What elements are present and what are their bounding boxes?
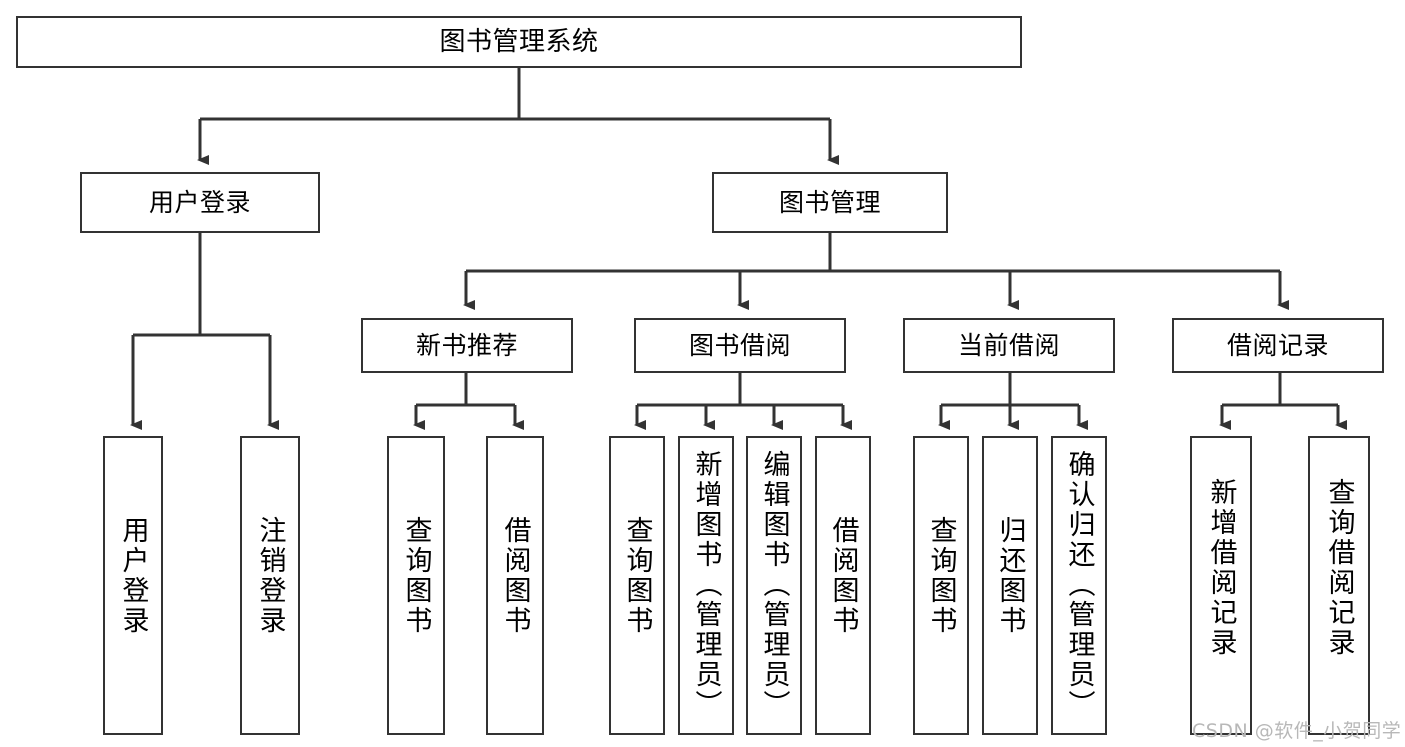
leaf-add-book-admin[interactable]: 新增图书（管理员） (678, 436, 734, 735)
node-root-system[interactable]: 图书管理系统 (16, 16, 1022, 68)
leaf-user-login[interactable]: 用户登录 (103, 436, 163, 735)
node-label: 图书管理系统 (439, 26, 599, 57)
node-label: 查询借阅记录 (1323, 478, 1355, 658)
leaf-borrow-book[interactable]: 借阅图书 (815, 436, 871, 735)
csdn-watermark: CSDN @软件_小贺同学 (1192, 720, 1402, 742)
node-label: 图书借阅 (688, 330, 791, 360)
node-label: 借阅图书 (499, 516, 531, 636)
node-label: 用户登录 (117, 516, 149, 636)
leaf-logout[interactable]: 注销登录 (240, 436, 300, 735)
node-label: 新书推荐 (415, 330, 518, 360)
leaf-query-book-borrow[interactable]: 查询图书 (609, 436, 665, 735)
node-label: 借阅记录 (1226, 330, 1329, 360)
node-label: 当前借阅 (957, 330, 1060, 360)
leaf-return-book[interactable]: 归还图书 (982, 436, 1038, 735)
node-label: 注销登录 (254, 516, 286, 636)
node-label: 查询图书 (621, 516, 653, 636)
leaf-query-book-recommend[interactable]: 查询图书 (387, 436, 445, 735)
leaf-add-borrow-record[interactable]: 新增借阅记录 (1190, 436, 1252, 735)
leaf-query-book-current[interactable]: 查询图书 (913, 436, 969, 735)
node-label: 用户登录 (148, 187, 251, 217)
node-label: 归还图书 (994, 516, 1026, 636)
leaf-query-borrow-record[interactable]: 查询借阅记录 (1308, 436, 1370, 735)
node-book-management[interactable]: 图书管理 (712, 172, 948, 233)
node-borrow-record[interactable]: 借阅记录 (1172, 318, 1384, 373)
node-current-borrow[interactable]: 当前借阅 (903, 318, 1115, 373)
node-label: 查询图书 (400, 516, 432, 636)
node-book-borrow[interactable]: 图书借阅 (634, 318, 846, 373)
node-label: 查询图书 (925, 516, 957, 636)
node-label: 编辑图书（管理员） (758, 450, 790, 720)
node-user-login[interactable]: 用户登录 (80, 172, 320, 233)
node-label: 新增借阅记录 (1205, 478, 1237, 658)
leaf-confirm-return-admin[interactable]: 确认归还（管理员） (1051, 436, 1107, 735)
node-label: 图书管理 (778, 187, 881, 217)
node-label: 新增图书（管理员） (690, 450, 722, 720)
leaf-edit-book-admin[interactable]: 编辑图书（管理员） (746, 436, 802, 735)
node-new-book-recommend[interactable]: 新书推荐 (361, 318, 573, 373)
leaf-borrow-book-recommend[interactable]: 借阅图书 (486, 436, 544, 735)
node-label: 确认归还（管理员） (1063, 450, 1095, 720)
node-label: 借阅图书 (827, 516, 859, 636)
